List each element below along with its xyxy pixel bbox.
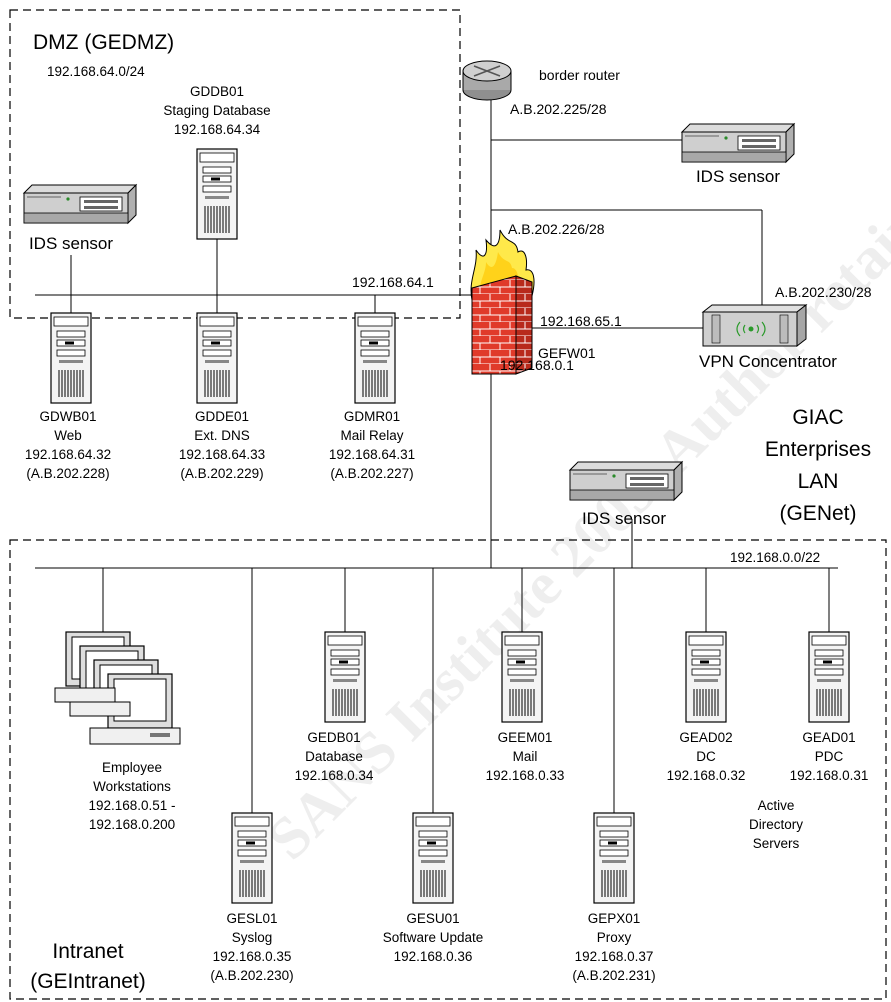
gesu01-server-icon xyxy=(413,813,453,903)
gedb01-role: Database xyxy=(305,749,363,764)
gdmr01-ip: 192.168.64.31 xyxy=(329,447,415,462)
router-ip: A.B.202.225/28 xyxy=(510,101,607,117)
intranet-title-line2: (GEIntranet) xyxy=(30,970,146,993)
gedb01-ip: 192.168.0.34 xyxy=(295,768,374,783)
gdde01-name: GDDE01 xyxy=(195,409,249,424)
gesu01-ip: 192.168.0.36 xyxy=(394,949,473,964)
gdmr01-role: Mail Relay xyxy=(340,428,403,443)
router-label: border router xyxy=(539,67,620,83)
firewall-dmz-ip: 192.168.64.1 xyxy=(352,274,434,290)
ad-label-line2: Directory xyxy=(749,817,803,832)
gead01-ip: 192.168.0.31 xyxy=(790,768,869,783)
gdwb01-server-icon xyxy=(51,313,91,403)
gdwb01-ext-ip: (A.B.202.228) xyxy=(26,466,109,481)
firewall-ext-ip: A.B.202.226/28 xyxy=(508,221,605,237)
firewall-vpn-ip: 192.168.65.1 xyxy=(540,313,622,329)
gesl01-server-icon xyxy=(232,813,272,903)
vpn-concentrator-icon xyxy=(703,305,806,346)
dmz-subnet: 192.168.64.0/24 xyxy=(47,64,145,79)
dmz-title: DMZ (GEDMZ) xyxy=(33,31,174,54)
gead02-server-icon xyxy=(686,632,726,722)
firewall-icon xyxy=(471,230,534,374)
gepx01-name: GEPX01 xyxy=(588,911,641,926)
gesu01-role: Software Update xyxy=(383,930,484,945)
gddb01-ip: 192.168.64.34 xyxy=(174,122,261,137)
gesl01-ext-ip: (A.B.202.230) xyxy=(210,968,293,983)
gdmr01-ext-ip: (A.B.202.227) xyxy=(330,466,413,481)
intranet-title-line1: Intranet xyxy=(52,940,123,963)
lan-label-line4: (GENet) xyxy=(779,502,856,525)
gedb01-server-icon xyxy=(325,632,365,722)
lan-subnet: 192.168.0.0/22 xyxy=(730,550,820,565)
geem01-server-icon xyxy=(502,632,542,722)
gepx01-ext-ip: (A.B.202.231) xyxy=(572,968,655,983)
gead02-role: DC xyxy=(696,749,716,764)
ids-sensor-dmz-label: IDS sensor xyxy=(29,234,113,253)
geem01-role: Mail xyxy=(513,749,538,764)
gead01-name: GEAD01 xyxy=(802,730,855,745)
gdmr01-server-icon xyxy=(355,313,395,403)
gead01-role: PDC xyxy=(815,749,844,764)
gesl01-role: Syslog xyxy=(232,930,273,945)
gddb01-server-icon xyxy=(197,149,237,239)
lan-label-line2: Enterprises xyxy=(765,438,871,461)
gdwb01-role: Web xyxy=(54,428,82,443)
gead01-server-icon xyxy=(809,632,849,722)
gdmr01-name: GDMR01 xyxy=(344,409,400,424)
firewall-int-ip: 192.168.0.1 xyxy=(500,357,574,373)
ad-label-line3: Servers xyxy=(753,836,800,851)
gdde01-ip: 192.168.64.33 xyxy=(179,447,265,462)
gesu01-name: GESU01 xyxy=(406,911,459,926)
ids-sensor-ext-label: IDS sensor xyxy=(696,167,780,186)
gedb01-name: GEDB01 xyxy=(307,730,360,745)
router-icon xyxy=(463,61,511,100)
gepx01-ip: 192.168.0.37 xyxy=(575,949,654,964)
vpn-label: VPN Concentrator xyxy=(699,352,837,371)
workstations-icon xyxy=(55,632,180,744)
ids-sensor-lan-icon xyxy=(570,462,682,500)
workstations-line4: 192.168.0.200 xyxy=(89,817,175,832)
gdde01-ext-ip: (A.B.202.229) xyxy=(180,466,263,481)
gepx01-server-icon xyxy=(594,813,634,903)
ids-sensor-dmz-icon xyxy=(24,185,136,223)
gdde01-server-icon xyxy=(197,313,237,403)
gepx01-role: Proxy xyxy=(597,930,632,945)
vpn-ext-ip: A.B.202.230/28 xyxy=(775,284,872,300)
gdde01-role: Ext. DNS xyxy=(194,428,250,443)
ids-sensor-lan-label: IDS sensor xyxy=(582,509,666,528)
gead02-name: GEAD02 xyxy=(679,730,732,745)
ids-sensor-ext-icon xyxy=(682,124,794,162)
workstations-line2: Workstations xyxy=(93,779,171,794)
gddb01-role: Staging Database xyxy=(163,103,270,118)
workstations-line3: 192.168.0.51 - xyxy=(88,798,175,813)
workstations-line1: Employee xyxy=(102,760,162,775)
gdwb01-name: GDWB01 xyxy=(39,409,96,424)
gesl01-ip: 192.168.0.35 xyxy=(213,949,292,964)
geem01-name: GEEM01 xyxy=(498,730,553,745)
lan-label-line1: GIAC xyxy=(792,406,843,429)
gesl01-name: GESL01 xyxy=(226,911,277,926)
gdwb01-ip: 192.168.64.32 xyxy=(25,447,111,462)
gead02-ip: 192.168.0.32 xyxy=(667,768,746,783)
lan-label-line3: LAN xyxy=(798,470,839,493)
geem01-ip: 192.168.0.33 xyxy=(486,768,565,783)
ad-label-line1: Active xyxy=(758,798,795,813)
gddb01-name: GDDB01 xyxy=(190,84,244,99)
